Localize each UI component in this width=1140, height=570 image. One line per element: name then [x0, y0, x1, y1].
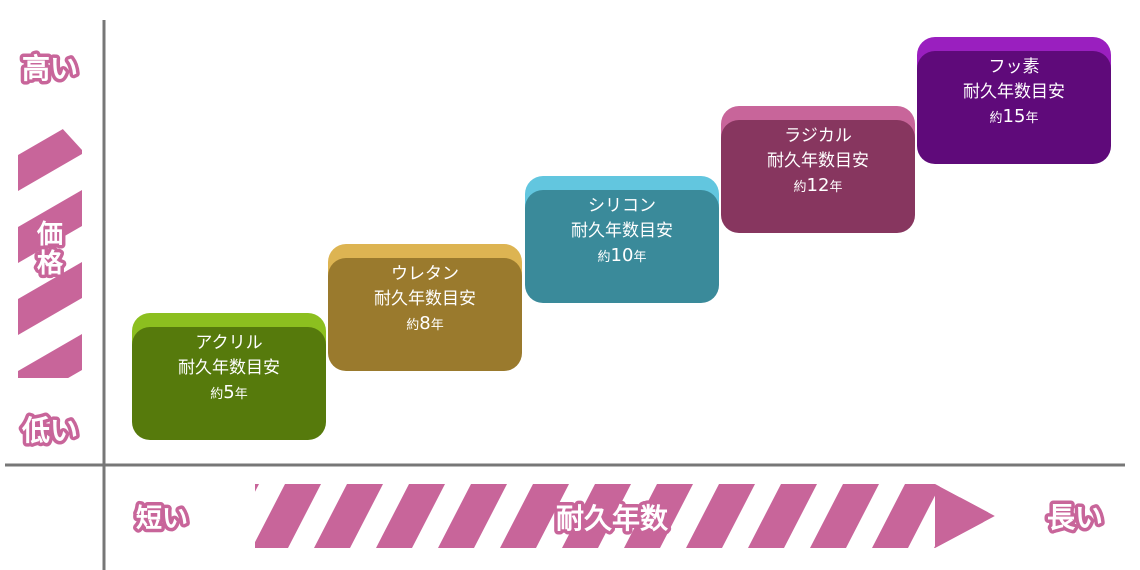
y-low-label: 低い	[21, 414, 78, 447]
approx-prefix: 約	[597, 250, 611, 265]
box-shadow	[525, 190, 719, 303]
x-arrow-stripe	[562, 484, 631, 548]
material-name: ウレタン	[391, 264, 459, 284]
x-arrow-stripe	[255, 484, 259, 548]
durability-label: 耐久年数目安	[963, 82, 1065, 102]
x-arrow-head	[935, 484, 995, 548]
durability-label: 耐久年数目安	[178, 358, 280, 378]
x-arrow-stripe	[314, 484, 383, 548]
year-suffix: 年	[633, 250, 647, 265]
years-value: 12	[806, 175, 830, 196]
material-box: ラジカル 耐久年数目安 約12年	[721, 106, 915, 233]
year-suffix: 年	[1025, 111, 1039, 126]
x-arrow-stripe	[748, 484, 817, 548]
durability-years: 約10年	[525, 244, 719, 270]
durability-label: 耐久年数目安	[374, 289, 476, 309]
year-suffix: 年	[234, 387, 248, 402]
durability-label: 耐久年数目安	[767, 151, 869, 171]
durability-years: 約12年	[721, 174, 915, 200]
y-arrow-stripe	[18, 190, 82, 263]
material-name: フッ素	[988, 57, 1040, 77]
x-arrow-stripe	[624, 484, 693, 548]
approx-prefix: 約	[406, 318, 420, 333]
x-short-label: 短い	[136, 504, 188, 534]
x-arrow-stripe	[438, 484, 507, 548]
durability-years: 約8年	[328, 312, 522, 338]
approx-prefix: 約	[210, 387, 224, 402]
y-axis-title-1: 価	[36, 220, 63, 250]
y-arrow-stripe	[18, 334, 82, 378]
durability-years: 約5年	[132, 381, 326, 407]
durability-label: 耐久年数目安	[571, 221, 673, 241]
material-box: ウレタン 耐久年数目安 約8年	[328, 244, 522, 371]
box-shadow	[328, 258, 522, 371]
years-value: 8	[419, 313, 431, 334]
y-high-label: 高い	[22, 52, 78, 85]
y-axis-title-2: 格	[37, 248, 64, 279]
material-name: ラジカル	[784, 126, 852, 146]
durability-years: 約15年	[917, 105, 1111, 131]
x-arrow-stripe	[376, 484, 445, 548]
x-arrow-stripe	[810, 484, 879, 548]
year-suffix: 年	[829, 180, 843, 195]
years-value: 5	[223, 382, 235, 403]
material-name: シリコン	[588, 196, 656, 216]
x-axis-title: 耐久年数	[556, 502, 669, 535]
box-shadow	[917, 51, 1111, 164]
x-arrow-stripe	[686, 484, 755, 548]
material-box: アクリル 耐久年数目安 約5年	[132, 313, 326, 440]
approx-prefix: 約	[989, 111, 1003, 126]
year-suffix: 年	[430, 318, 444, 333]
x-arrow-stripe	[500, 484, 569, 548]
box-shadow	[721, 120, 915, 233]
x-arrow-stripe	[255, 484, 321, 548]
x-arrow-stripe	[872, 484, 941, 548]
years-value: 10	[610, 245, 634, 266]
material-box: シリコン 耐久年数目安 約10年	[525, 176, 719, 303]
x-long-label: 長い	[1047, 501, 1103, 534]
y-arrow-stripes	[18, 118, 82, 378]
y-arrow-stripe	[18, 118, 82, 191]
years-value: 15	[1002, 106, 1026, 127]
approx-prefix: 約	[793, 180, 807, 195]
y-arrow-stripe	[18, 262, 82, 335]
material-box: フッ素 耐久年数目安 約15年	[917, 37, 1111, 164]
material-name: アクリル	[195, 333, 263, 353]
box-shadow	[132, 327, 326, 440]
